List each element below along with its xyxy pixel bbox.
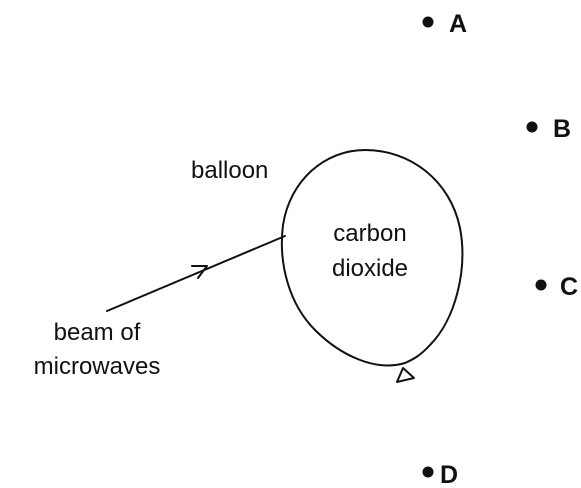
gas-label-line1: carbon xyxy=(333,220,406,247)
point-d-dot xyxy=(422,466,434,478)
beam-label-line2: microwaves xyxy=(34,353,161,380)
point-c-label: C xyxy=(560,273,578,301)
beam-label-line1: beam of xyxy=(54,319,141,346)
point-a-label: A xyxy=(449,10,467,38)
point-a-dot xyxy=(422,16,434,28)
point-c-dot xyxy=(535,279,547,291)
beam-arrowhead xyxy=(191,265,208,279)
balloon-outline xyxy=(280,149,464,367)
balloon-label: balloon xyxy=(191,157,268,184)
point-d-label: D xyxy=(440,461,458,488)
point-b-label: B xyxy=(553,115,571,143)
point-b-dot xyxy=(526,121,538,133)
microwave-beam-line xyxy=(106,235,286,312)
gas-label-line2: dioxide xyxy=(332,255,408,282)
balloon-knot xyxy=(396,367,415,383)
